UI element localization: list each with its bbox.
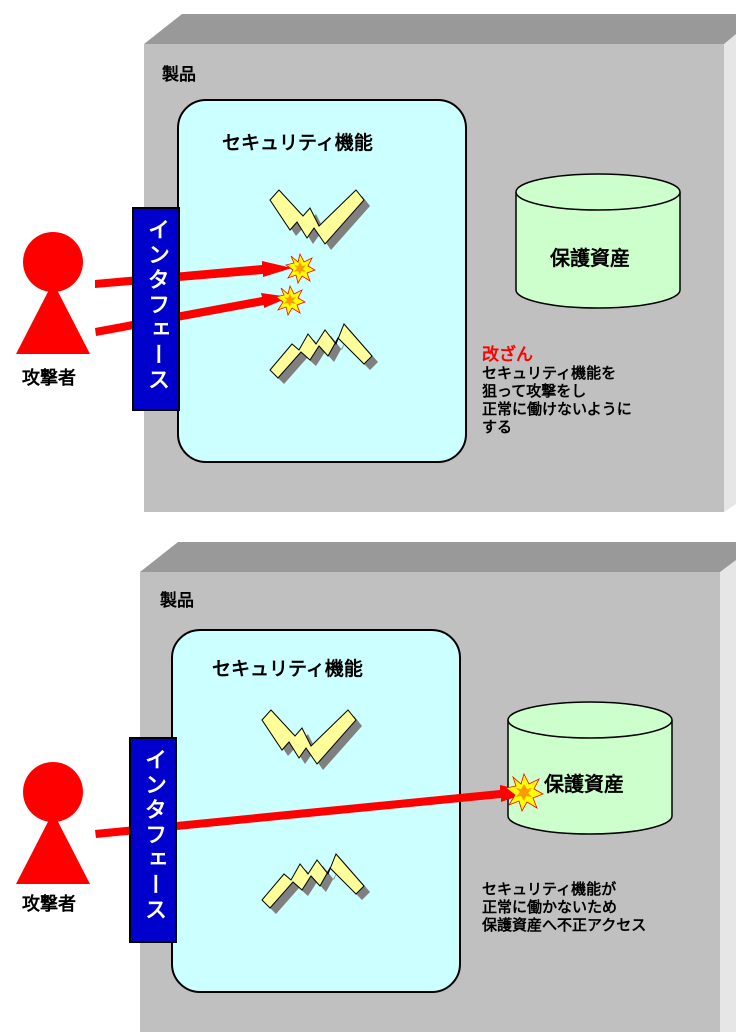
tampering-note-heading: 改ざん bbox=[482, 345, 533, 365]
product-box-top bbox=[140, 542, 736, 572]
security-function-label: セキュリティ機能 bbox=[212, 658, 363, 680]
impact-burst bbox=[505, 772, 544, 813]
top-panel: 製品 セキュリティ機能 保護資産 攻撃者 インタフェース 改ざん セキュリティ機… bbox=[16, 14, 736, 512]
shield-lower bbox=[261, 853, 370, 914]
unauthorized-access-note-line: 保護資産へ不正アクセス bbox=[482, 916, 647, 934]
product-label: 製品 bbox=[160, 591, 194, 611]
tampering-note-line: 狙って攻撃をし bbox=[482, 382, 587, 400]
impact-burst-1 bbox=[285, 252, 316, 285]
protected-asset-label: 保護資産 bbox=[550, 246, 630, 270]
interface-bar bbox=[129, 737, 177, 943]
attacker-label: 攻撃者 bbox=[22, 368, 76, 389]
attacker-figure bbox=[16, 232, 90, 354]
top-panel-graphics bbox=[16, 14, 736, 512]
tampering-note-line: セキュリティ機能を bbox=[482, 364, 617, 382]
tampering-note: 改ざん セキュリティ機能を 狙って攻撃をし 正常に働けないように する bbox=[482, 346, 632, 436]
shield-lower bbox=[269, 323, 378, 384]
security-function-label: セキュリティ機能 bbox=[222, 132, 373, 154]
interface-label: インタフェース bbox=[141, 748, 166, 923]
product-box-top bbox=[144, 14, 736, 44]
unauthorized-access-note-line: 正常に働かないため bbox=[482, 898, 618, 916]
unauthorized-access-note-line: セキュリティ機能が bbox=[482, 880, 617, 898]
protected-asset-cylinder bbox=[507, 701, 673, 835]
attacker-label: 攻撃者 bbox=[22, 894, 76, 915]
product-box-side bbox=[724, 34, 736, 512]
unauthorized-access-note: セキュリティ機能が 正常に働かないため 保護資産へ不正アクセス bbox=[482, 880, 646, 934]
bottom-panel: 製品 セキュリティ機能 保護資産 攻撃者 インタフェース セキュリティ機能が 正… bbox=[0, 516, 736, 1032]
shield-upper bbox=[261, 709, 362, 770]
product-label: 製品 bbox=[162, 65, 196, 85]
tampering-note-line: する bbox=[482, 418, 513, 436]
protected-asset-label: 保護資産 bbox=[544, 772, 624, 796]
bottom-panel-graphics bbox=[16, 542, 736, 1032]
unauthorized-access-arrow bbox=[95, 785, 530, 838]
interface-bar bbox=[132, 207, 180, 411]
tampering-note-line: 正常に働けないように bbox=[482, 400, 632, 418]
attacker-figure bbox=[16, 762, 90, 884]
product-box-side bbox=[720, 560, 736, 1032]
interface-label: インタフェース bbox=[144, 218, 169, 393]
protected-asset-cylinder bbox=[515, 173, 681, 309]
impact-burst-2 bbox=[275, 284, 306, 317]
shield-upper bbox=[269, 189, 370, 250]
